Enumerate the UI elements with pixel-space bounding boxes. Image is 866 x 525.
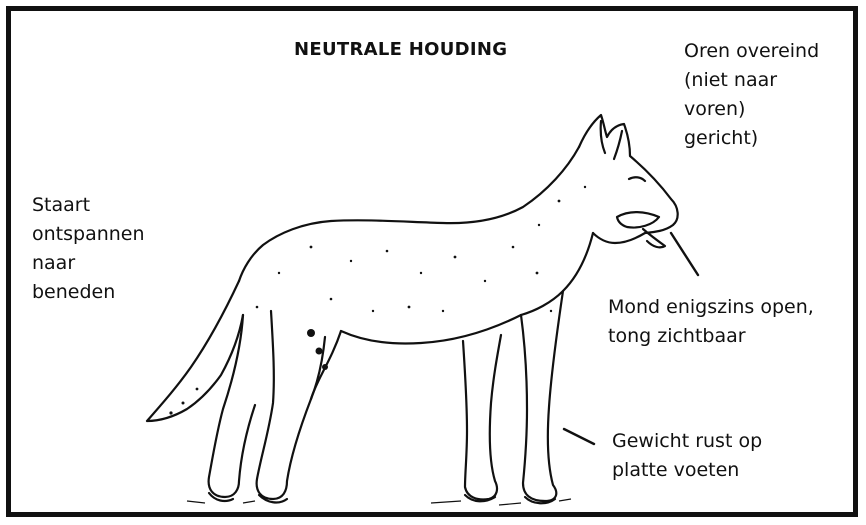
dog-belly bbox=[341, 315, 521, 344]
diagram-frame: NEUTRALE HOUDING Oren overeind (niet naa… bbox=[6, 6, 858, 517]
dog-hind-leg-front bbox=[257, 311, 325, 499]
dog-illustration bbox=[11, 11, 853, 512]
ground-marks bbox=[187, 499, 571, 505]
dog-front-leg-rear bbox=[463, 335, 501, 500]
dog-tail bbox=[147, 281, 243, 421]
dog-front-leg-front bbox=[521, 291, 563, 501]
dog-eye bbox=[629, 177, 645, 181]
mouth-pointer-line bbox=[671, 233, 698, 275]
dog-chest bbox=[521, 233, 593, 315]
weight-pointer-line bbox=[564, 429, 594, 444]
dog-ear-inner-2 bbox=[614, 131, 622, 159]
dog-topline bbox=[239, 147, 579, 281]
dog-hind-leg-rear bbox=[209, 315, 255, 497]
dog-mouth-open bbox=[617, 212, 659, 227]
